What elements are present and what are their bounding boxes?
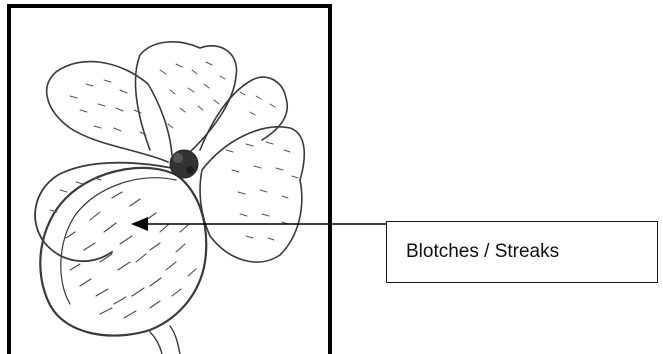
callout-label-box: Blotches / Streaks [386, 221, 658, 283]
callout-label: Blotches / Streaks [406, 241, 559, 263]
flower-center [170, 150, 198, 178]
picture-frame [9, 6, 330, 354]
